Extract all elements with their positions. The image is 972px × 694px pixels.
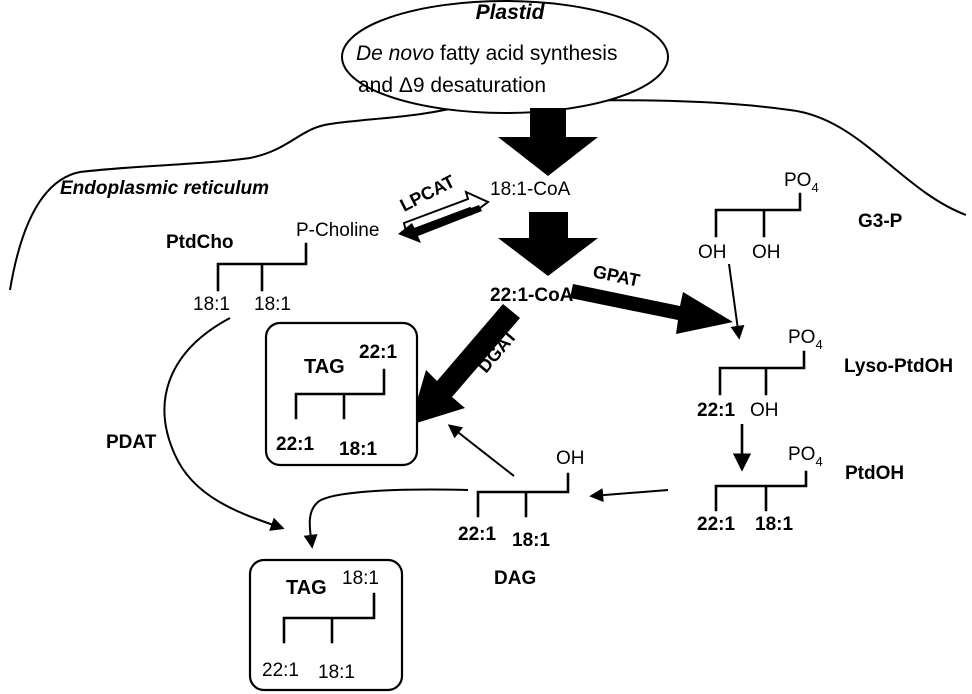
gpat-label: GPAT <box>591 261 641 290</box>
g3p-label: G3-P <box>858 211 903 232</box>
tag-upper-fa-2: 18:1 <box>339 439 377 460</box>
lyso-oh: OH <box>750 400 779 421</box>
tag-lower-fa-2: 18:1 <box>318 662 355 683</box>
er-label: Endoplasmic reticulum <box>60 178 269 199</box>
lpcat-arrow-back <box>398 205 482 243</box>
tag-upper-fa-top: 22:1 <box>359 342 397 363</box>
oleoyl-coa-label: 18:1-CoA <box>490 179 571 200</box>
ptdoh-label: PtdOH <box>845 463 904 484</box>
lyso-ptdoh-label: Lyso-PtdOH <box>844 356 953 377</box>
ptdcho-backbone <box>216 242 308 292</box>
g3p-backbone <box>714 192 802 238</box>
g3p-to-lyso-arrow <box>728 263 745 340</box>
tag-upper-label: TAG <box>304 356 345 378</box>
er-membrane-line <box>9 99 967 291</box>
dag-to-lower-tag-arrow <box>303 488 469 549</box>
synthesis-arrow <box>498 108 598 176</box>
ptdcho-fa-1: 18:1 <box>193 294 230 315</box>
dag-backbone <box>476 472 570 518</box>
tag-lower-backbone <box>282 592 376 644</box>
tag-lower-fa-1: 22:1 <box>262 660 299 681</box>
ptdoh-backbone <box>714 470 808 512</box>
lyso-fa: 22:1 <box>697 400 735 421</box>
plastid-title: Plastid <box>476 1 546 24</box>
tag-box-lower <box>248 558 404 692</box>
ptdcho-label: PtdCho <box>166 232 234 253</box>
plastid-line-1: De novo fatty acid synthesis <box>356 42 617 65</box>
plastid-line-2: and Δ9 desaturation <box>358 74 546 97</box>
dag-label: DAG <box>494 568 536 589</box>
tag-lower-fa-top: 18:1 <box>342 568 379 589</box>
pdat-label: PDAT <box>106 432 157 453</box>
dgat-arrow <box>410 304 520 425</box>
pdat-arrow <box>163 317 285 531</box>
g3p-po-label: PO4 <box>784 170 819 195</box>
dag-fa-2: 18:1 <box>512 530 550 551</box>
dag-to-tag-arrow <box>447 424 515 477</box>
lyso-backbone <box>718 350 806 396</box>
plastid-ellipse <box>341 0 669 114</box>
tag-lower-label: TAG <box>286 577 327 599</box>
g3p-oh-2: OH <box>752 242 781 263</box>
p-choline-label: P-Choline <box>296 220 379 241</box>
ptdoh-fa-2: 18:1 <box>755 514 793 535</box>
g3p-oh-1: OH <box>698 242 727 263</box>
erucoyl-coa-label: 22:1-CoA <box>490 285 574 306</box>
ptdoh-fa-1: 22:1 <box>697 514 735 535</box>
dag-oh-label: OH <box>556 448 585 469</box>
gpat-arrow <box>570 284 733 334</box>
tag-upper-backbone <box>294 368 386 420</box>
dag-fa-1: 22:1 <box>458 524 496 545</box>
tag-upper-fa-1: 22:1 <box>276 434 314 455</box>
ptdoh-to-dag-arrow <box>589 488 669 503</box>
ptdoh-po-label: PO4 <box>788 444 823 469</box>
elongation-arrow <box>498 212 598 276</box>
lyso-po-label: PO4 <box>788 327 823 352</box>
ptdcho-fa-2: 18:1 <box>254 294 291 315</box>
